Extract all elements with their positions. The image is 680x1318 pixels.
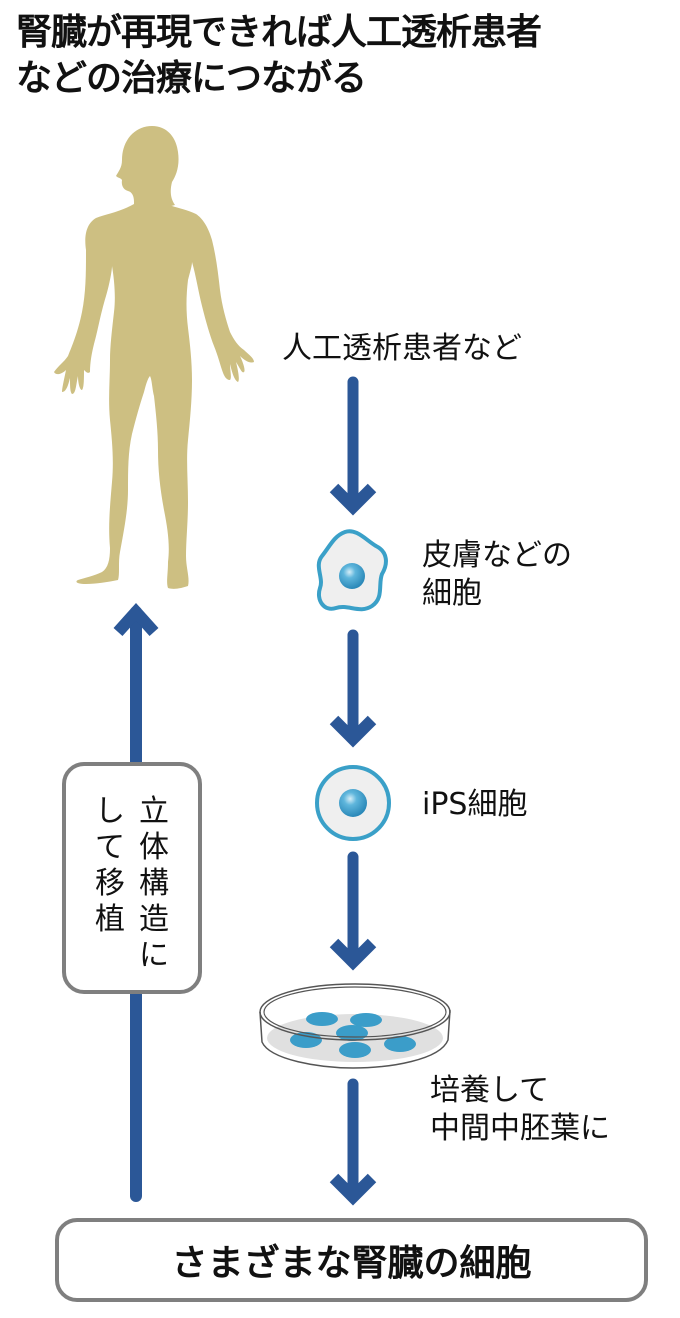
human-figure-icon bbox=[54, 126, 254, 589]
down-arrow-icon bbox=[329, 629, 377, 748]
transplant-text-column-1: 立 体 構 造 に bbox=[136, 794, 172, 974]
transplant-char: に bbox=[139, 938, 169, 973]
culture-label: 培養して 中間中胚葉に bbox=[430, 1072, 610, 1148]
transplant-text-column-2: し て 移 植 bbox=[92, 794, 128, 938]
transplant-char: 立 bbox=[139, 794, 169, 829]
petri-dish-icon bbox=[259, 983, 451, 1069]
transplant-char: 植 bbox=[95, 902, 125, 937]
down-arrow-icon bbox=[329, 376, 377, 516]
down-arrow-icon bbox=[329, 1078, 377, 1206]
transplant-char: 移 bbox=[95, 866, 125, 901]
culture-label-line-1: 培養して bbox=[430, 1073, 550, 1108]
result-box: さまざまな腎臓の細胞 bbox=[55, 1218, 648, 1302]
down-arrow-icon bbox=[329, 851, 377, 971]
ips-cell-label: iPS細胞 bbox=[422, 787, 528, 822]
title-line-1: 腎臓が再現できれば人工透析患者 bbox=[16, 12, 542, 53]
culture-label-line-2: 中間中胚葉に bbox=[430, 1111, 610, 1146]
title-line-2: などの治療につながる bbox=[16, 58, 367, 99]
transplant-box: 立 体 構 造 に し て 移 植 bbox=[62, 762, 202, 994]
skin-cell-label-line-1: 皮膚などの bbox=[422, 538, 572, 573]
patient-label: 人工透析患者など bbox=[282, 331, 522, 366]
skin-cell-label-line-2: 細胞 bbox=[422, 576, 482, 611]
skin-cell-icon bbox=[316, 529, 388, 612]
skin-cell-label: 皮膚などの 細胞 bbox=[422, 537, 572, 613]
transplant-char: し bbox=[95, 794, 125, 829]
ips-cell-icon bbox=[315, 765, 391, 841]
transplant-char: 体 bbox=[139, 830, 169, 865]
page-title: 腎臓が再現できれば人工透析患者 などの治療につながる bbox=[16, 10, 542, 102]
result-box-label: さまざまな腎臓の細胞 bbox=[171, 1243, 532, 1284]
transplant-char: 構 bbox=[139, 866, 169, 901]
transplant-char: 造 bbox=[139, 902, 169, 937]
transplant-char: て bbox=[95, 830, 125, 865]
